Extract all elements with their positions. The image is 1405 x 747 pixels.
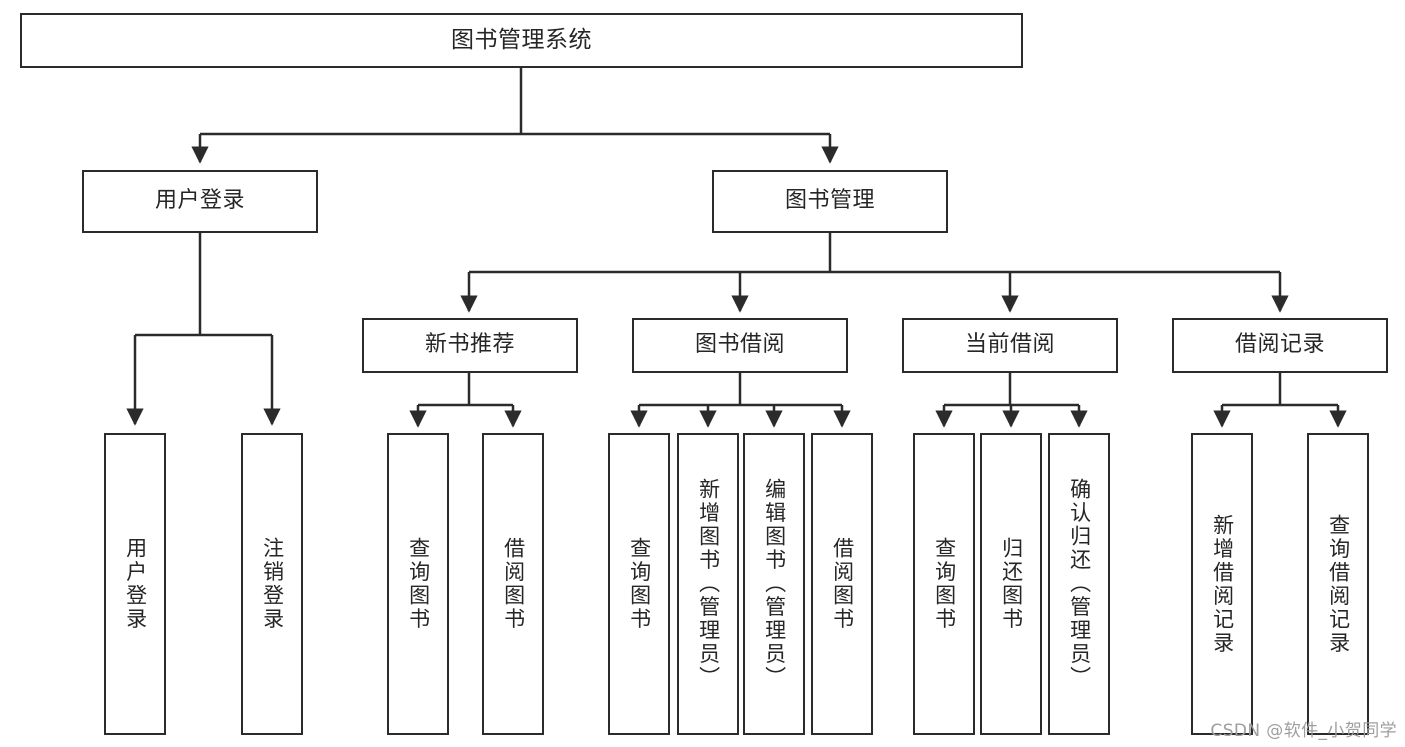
- node-label: 新书推荐: [424, 332, 515, 358]
- leaf-add-borrow-record[interactable]: 新增借阅记录: [1191, 433, 1253, 735]
- node-label: 查询图书: [406, 537, 431, 631]
- node-label: 编辑图书（管理员）: [762, 478, 787, 690]
- leaf-borrow-book[interactable]: 借阅图书: [811, 433, 873, 735]
- node-label: 新增借阅记录: [1210, 513, 1235, 655]
- node-label: 用户登录: [123, 537, 148, 631]
- leaf-query-book-borrow[interactable]: 查询图书: [608, 433, 670, 735]
- node-book-borrow[interactable]: 图书借阅: [632, 318, 848, 373]
- leaf-edit-book-admin[interactable]: 编辑图书（管理员）: [743, 433, 805, 735]
- node-label: 确认归还（管理员）: [1067, 478, 1092, 690]
- node-label: 查询图书: [627, 537, 652, 631]
- node-root-book-management-system[interactable]: 图书管理系统: [20, 13, 1023, 68]
- node-label: 借阅图书: [501, 537, 526, 631]
- node-label: 借阅记录: [1234, 332, 1325, 358]
- node-label: 查询借阅记录: [1326, 513, 1351, 655]
- leaf-add-book-admin[interactable]: 新增图书（管理员）: [677, 433, 739, 735]
- node-label: 图书管理系统: [451, 26, 592, 53]
- node-label: 查询图书: [932, 537, 957, 631]
- leaf-user-logout[interactable]: 注销登录: [241, 433, 303, 735]
- node-borrow-record[interactable]: 借阅记录: [1172, 318, 1388, 373]
- leaf-query-borrow-record[interactable]: 查询借阅记录: [1307, 433, 1369, 735]
- node-new-book-recommend[interactable]: 新书推荐: [362, 318, 578, 373]
- node-label: 新增图书（管理员）: [696, 478, 721, 690]
- node-label: 图书借阅: [694, 332, 785, 358]
- node-label: 注销登录: [260, 537, 285, 631]
- leaf-confirm-return-admin[interactable]: 确认归还（管理员）: [1048, 433, 1110, 735]
- leaf-return-book[interactable]: 归还图书: [980, 433, 1042, 735]
- node-current-borrow[interactable]: 当前借阅: [902, 318, 1118, 373]
- node-label: 归还图书: [999, 537, 1024, 631]
- node-label: 借阅图书: [830, 537, 855, 631]
- node-label: 用户登录: [154, 188, 245, 214]
- leaf-query-book-current[interactable]: 查询图书: [913, 433, 975, 735]
- node-label: 图书管理: [784, 188, 875, 214]
- node-user-login[interactable]: 用户登录: [82, 170, 318, 233]
- leaf-query-book-recommend[interactable]: 查询图书: [387, 433, 449, 735]
- leaf-user-login[interactable]: 用户登录: [104, 433, 166, 735]
- node-book-management[interactable]: 图书管理: [712, 170, 948, 233]
- leaf-borrow-book-recommend[interactable]: 借阅图书: [482, 433, 544, 735]
- csdn-watermark: CSDN @软件_小贺同学: [1210, 721, 1397, 741]
- node-label: 当前借阅: [964, 332, 1055, 358]
